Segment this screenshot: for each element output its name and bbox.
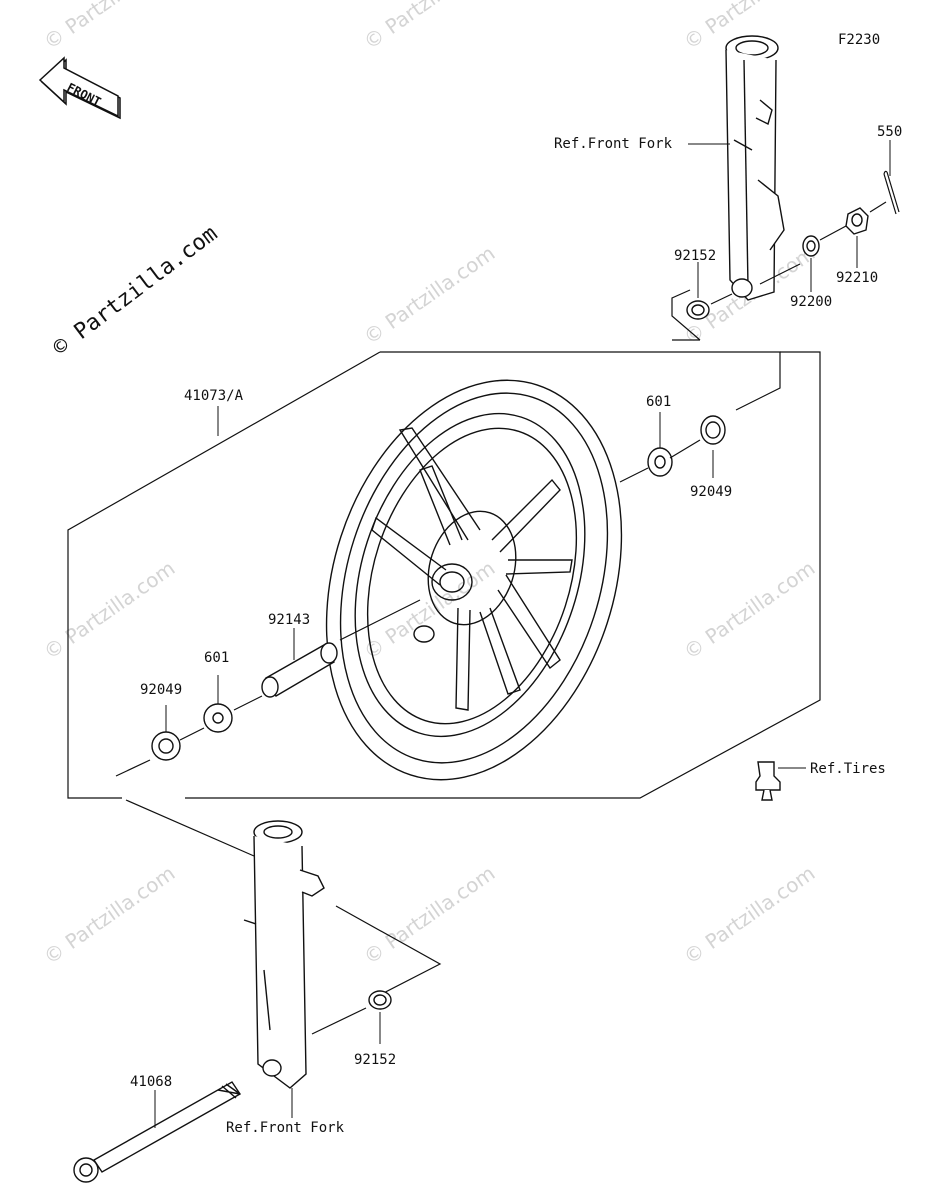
seal-92049-left bbox=[151, 731, 181, 761]
collar-601-left bbox=[203, 703, 233, 733]
label-92210: 92210 bbox=[836, 270, 878, 286]
assembly-bracket-wheel bbox=[380, 351, 781, 411]
collar-92152-top bbox=[686, 300, 710, 320]
spacer-92143 bbox=[261, 642, 338, 698]
label-550: 550 bbox=[877, 124, 902, 140]
front-fork-right bbox=[725, 35, 785, 301]
label-601-right: 601 bbox=[646, 394, 671, 410]
watermark: © Partzilla.com bbox=[679, 861, 819, 969]
washer-92200 bbox=[802, 235, 820, 257]
nut-92210 bbox=[845, 207, 869, 235]
front-fork-left bbox=[243, 820, 325, 1089]
label-92200: 92200 bbox=[790, 294, 832, 310]
watermark: © Partzilla.com bbox=[359, 241, 499, 349]
site-watermark: © Partzilla.com bbox=[49, 221, 223, 361]
watermark: © Partzilla.com bbox=[359, 0, 499, 54]
watermark: © Partzilla.com bbox=[39, 0, 179, 54]
watermark: © Partzilla.com bbox=[39, 861, 179, 969]
tire-valve bbox=[755, 761, 781, 801]
label-92152-bottom: 92152 bbox=[354, 1052, 396, 1068]
watermark: © Partzilla.com bbox=[359, 861, 499, 969]
label-ref-front-fork-bottom: Ref.Front Fork bbox=[226, 1120, 345, 1136]
front-arrow-icon: FRONT bbox=[38, 56, 121, 120]
label-601-left: 601 bbox=[204, 650, 229, 666]
watermark: © Partzilla.com bbox=[39, 556, 179, 664]
label-92049-left: 92049 bbox=[140, 682, 182, 698]
label-92152-top: 92152 bbox=[674, 248, 716, 264]
watermark: © Partzilla.com bbox=[679, 556, 819, 664]
axle-41068 bbox=[73, 1081, 242, 1183]
cotter-pin-550 bbox=[883, 170, 900, 215]
label-ref-front-fork-top: Ref.Front Fork bbox=[554, 136, 673, 152]
collar-601-right bbox=[647, 447, 673, 477]
label-92143: 92143 bbox=[268, 612, 310, 628]
label-41068: 41068 bbox=[130, 1074, 172, 1090]
front-wheel bbox=[325, 379, 623, 781]
watermark: © Partzilla.com bbox=[359, 556, 499, 664]
collar-92152-bottom bbox=[368, 990, 392, 1010]
label-92049-right: 92049 bbox=[690, 484, 732, 500]
label-ref-tires: Ref.Tires bbox=[810, 761, 886, 777]
label-41073: 41073/A bbox=[184, 388, 244, 404]
diagram-code: F2230 bbox=[838, 32, 880, 48]
seal-92049-right bbox=[700, 415, 726, 445]
